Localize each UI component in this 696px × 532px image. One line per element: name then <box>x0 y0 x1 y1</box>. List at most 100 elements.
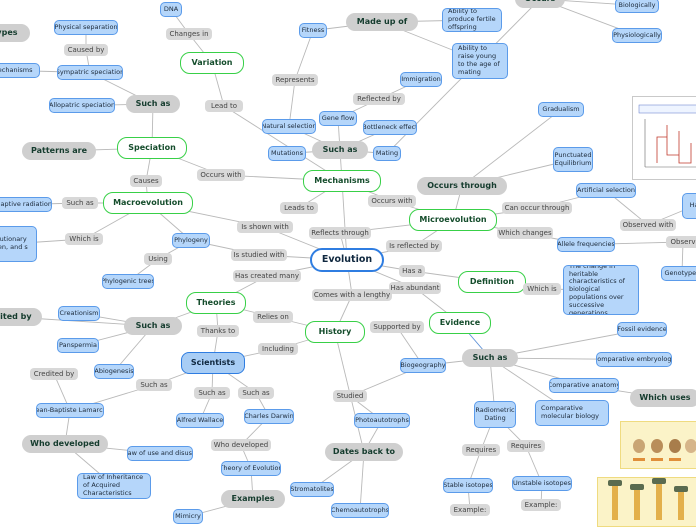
topic-history[interactable]: History <box>305 321 365 343</box>
central-topic-evolution[interactable]: Evolution <box>310 248 384 272</box>
node-jean-baptiste-lamarck[interactable]: Jean-Baptiste Lamarck <box>36 403 104 418</box>
node-partial-right[interactable]: Ha <box>682 193 696 219</box>
link-label-represents: Represents <box>272 74 318 86</box>
node-natural-selection[interactable]: Natural selection <box>262 119 316 134</box>
skull-shape <box>651 439 663 453</box>
topic-evidence[interactable]: Evidence <box>429 312 491 334</box>
link-label-causes: Causes <box>130 175 162 187</box>
link-label-requires: Requires <box>462 444 500 456</box>
pill-dates-back-to[interactable]: Dates back to <box>325 443 403 461</box>
pill-occurs[interactable]: Occurs <box>515 0 565 8</box>
pill-such-as-theories[interactable]: Such as <box>124 317 182 335</box>
giraffe-head <box>608 480 622 486</box>
link-label-changes-in: Changes in <box>166 28 212 40</box>
link-label-has-created-many: Has created many <box>233 270 301 282</box>
node-mutations[interactable]: Mutations <box>268 146 306 161</box>
node-allopatric-speciation[interactable]: Allopatric speciation <box>49 98 115 113</box>
link-label-lead-to: Lead to <box>205 100 243 112</box>
node-punctuated-equilibrium[interactable]: Punctuated Equilibrium <box>553 147 593 172</box>
link-label-caused-by: Caused by <box>64 44 108 56</box>
topic-definition[interactable]: Definition <box>458 271 526 293</box>
node-artificial-selection[interactable]: Artificial selection <box>576 183 636 198</box>
topic-variation[interactable]: Variation <box>180 52 244 74</box>
node-ability-to-raise-young[interactable]: Ability to raise young to the age of mat… <box>452 43 508 79</box>
node-genotypes[interactable]: Genotypes <box>661 266 696 281</box>
node-comparative-embryology[interactable]: Comparative embryology <box>596 352 672 367</box>
node-photoautotrophs[interactable]: Photoautotrophs <box>354 413 410 428</box>
node-law-of-use-and-disuse[interactable]: Law of use and disuse <box>127 446 193 461</box>
node-gradualism[interactable]: Gradualism <box>538 102 584 117</box>
topic-scientists[interactable]: Scientists <box>181 352 245 374</box>
node-physical-separation[interactable]: Physical separation <box>54 20 118 35</box>
node-physiologically[interactable]: Physiologically <box>612 28 662 43</box>
link-label-studied: Studied <box>333 390 367 402</box>
node-phylogenic-trees[interactable]: Phylogenic trees <box>102 274 154 289</box>
skull-label-bar <box>669 458 681 461</box>
node-fitness[interactable]: Fitness <box>299 23 327 38</box>
node-fossil-evidence[interactable]: Fossil evidence <box>617 322 667 337</box>
node-stable-isotopes[interactable]: Stable isotopes <box>443 478 493 493</box>
skull-shape <box>633 439 645 453</box>
link-label-comes-with-a-lengthy: Comes with a lengthy <box>312 289 392 301</box>
node-panspermia[interactable]: Panspermia <box>57 338 99 353</box>
node-evolutionary-partial[interactable]: evolutionary tween, and s <box>0 226 37 262</box>
giraffe-neck <box>634 490 640 520</box>
topic-macroevolution[interactable]: Macroevolution <box>103 192 193 214</box>
pill-which-uses[interactable]: Which uses <box>630 389 696 407</box>
giraffe-head <box>630 484 644 490</box>
pill-occurs-through[interactable]: Occurs through <box>417 177 507 195</box>
node-sympatric-speciation[interactable]: Sympatric speciation <box>57 65 123 80</box>
node-mechanisms-partial[interactable]: mechanisms <box>0 63 40 78</box>
pill-examples[interactable]: Examples <box>221 490 285 508</box>
pill-who-developed[interactable]: Who developed <box>22 435 108 453</box>
node-dna[interactable]: DNA <box>160 2 182 17</box>
connector-line <box>294 30 314 81</box>
link-label-requires: Requires <box>507 440 545 452</box>
node-mating[interactable]: Mating <box>373 146 401 161</box>
node-comparative-molecular-biology[interactable]: Comparative molecular biology <box>535 400 609 426</box>
link-label-including: Including <box>258 343 298 355</box>
link-label-is-studied-with: Is studied with <box>231 249 287 261</box>
chart-title-block <box>638 104 696 114</box>
node-radiometric-dating[interactable]: Radiometric Dating <box>474 401 516 428</box>
node-stromatolites[interactable]: Stromatolites <box>290 482 334 497</box>
pill-such-as-evidence[interactable]: Such as <box>462 349 518 367</box>
node-allele-frequencies[interactable]: Allele frequencies <box>557 237 615 252</box>
giraffe-head <box>674 486 688 492</box>
pill-such-as-mechanisms[interactable]: Such as <box>312 141 368 159</box>
pill-patterns-are[interactable]: Patterns are <box>22 142 96 160</box>
link-label-can-occur-through: Can occur through <box>502 202 572 214</box>
pill-such-as-speciation[interactable]: Such as <box>126 95 180 113</box>
topic-mechanisms[interactable]: Mechanisms <box>303 170 381 192</box>
node-definition-text[interactable]: The change in heritable characteristics … <box>563 265 639 315</box>
node-mimicry[interactable]: Mimicry <box>173 509 203 524</box>
node-creationism[interactable]: Creationism <box>58 306 100 321</box>
node-unstable-isotopes[interactable]: Unstable isotopes <box>512 476 572 491</box>
node-ability-to-produce-offspring[interactable]: Ability to produce fertile offspring <box>442 8 502 32</box>
node-adaptive-radiation[interactable]: Adaptive radiation <box>0 197 52 212</box>
node-phylogeny[interactable]: Phylogeny <box>172 233 210 248</box>
giraffe-head <box>652 478 666 484</box>
node-charles-darwin[interactable]: Charles Darwin <box>244 409 294 424</box>
node-theory-of-evolution[interactable]: Theory of Evolution <box>221 461 281 476</box>
node-biologically[interactable]: Biologically <box>615 0 659 13</box>
node-bottleneck-effect[interactable]: Bottleneck effect <box>363 120 417 135</box>
node-abiogenesis[interactable]: Abiogenesis <box>94 364 134 379</box>
link-label-using: Using <box>144 253 172 265</box>
link-label-has-abundant: Has abundant <box>389 282 441 294</box>
node-chemoautotrophs[interactable]: Chemoautotrophs <box>331 503 389 518</box>
node-law-of-inheritance[interactable]: Law of Inheritance of Acquired Character… <box>77 473 151 499</box>
node-biogeography[interactable]: Biogeography <box>400 358 446 373</box>
link-label-which-is: Which is <box>523 283 561 295</box>
pill-credited-by[interactable]: dited by <box>0 308 42 326</box>
node-immigration[interactable]: Immigration <box>400 72 442 87</box>
node-alfred-wallace[interactable]: Alfred Wallace <box>176 413 224 428</box>
node-comparative-anatomy[interactable]: Comparative anatomy <box>549 378 619 393</box>
link-label-observed: Observ <box>666 236 696 248</box>
pill-made-up-of[interactable]: Made up of <box>346 13 418 31</box>
pill-types[interactable]: ypes <box>0 24 30 42</box>
node-gene-flow[interactable]: Gene flow <box>319 111 357 126</box>
topic-microevolution[interactable]: Microevolution <box>409 209 497 231</box>
topic-theories[interactable]: Theories <box>186 292 246 314</box>
topic-speciation[interactable]: Speciation <box>117 137 187 159</box>
